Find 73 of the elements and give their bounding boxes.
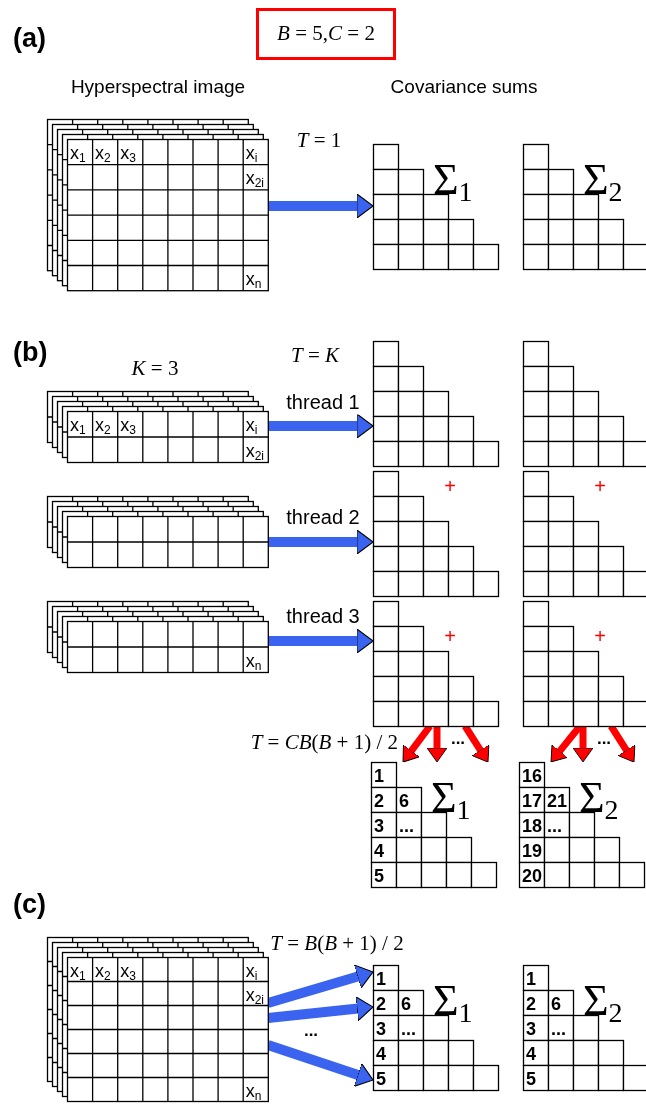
cell-number: 1 <box>376 970 386 988</box>
cell-number: 1 <box>526 970 536 988</box>
pixel-label: x$_{i}$ <box>245 962 258 980</box>
block-arrow <box>575 726 591 763</box>
cell-number: 4 <box>374 842 384 860</box>
column-heading: Covariance sums <box>390 75 538 99</box>
sum-symbol: Σ$_{1}$ <box>431 776 471 820</box>
pixel-label: x$_{1}$ <box>70 962 86 980</box>
cell-number: 6 <box>401 995 411 1013</box>
plus-sign: + <box>594 626 606 646</box>
pixel-label: x$_{i}$ <box>245 144 258 162</box>
cell-number: 4 <box>526 1045 536 1063</box>
ellipsis: ... <box>303 1020 319 1042</box>
pixel-label: x$_{n}$ <box>245 270 262 288</box>
cell-number: 4 <box>376 1045 386 1063</box>
cell-number: ... <box>401 1020 416 1038</box>
cell-number: ... <box>547 817 562 835</box>
cell-number: 21 <box>547 792 568 810</box>
cell-number: 17 <box>522 792 543 810</box>
cell-number: 2 <box>374 792 384 810</box>
sum-symbol: Σ$_{1}$ <box>433 158 473 202</box>
cell-number: 5 <box>376 1070 386 1088</box>
formula-label: T = K <box>291 342 339 369</box>
cell-number: 3 <box>526 1020 536 1038</box>
formula-label: T = B(B + 1) / 2 <box>270 930 404 957</box>
sum-symbol: Σ$_{2}$ <box>583 979 623 1023</box>
cell-number: 5 <box>526 1070 536 1088</box>
plus-sign: + <box>444 476 456 496</box>
block-arrow <box>429 726 445 763</box>
panel-label: (c) <box>13 888 46 921</box>
ellipsis: ... <box>596 728 612 750</box>
block-arrow <box>268 417 374 435</box>
cell-number: 2 <box>526 995 536 1013</box>
pixel-label: x$_{2}$ <box>95 144 111 162</box>
pixel-label: x$_{2}$ <box>95 416 111 434</box>
cell-number: ... <box>551 1020 566 1038</box>
pixel-label: x$_{n}$ <box>245 1082 262 1100</box>
cell-number: 16 <box>522 767 543 785</box>
pixel-label: x$_{2i}$ <box>245 169 265 188</box>
cell-number: 18 <box>522 817 543 835</box>
cell-number: 1 <box>374 767 384 785</box>
cell-number: 3 <box>374 817 384 835</box>
pixel-label: x$_{2i}$ <box>245 986 265 1004</box>
sum-symbol: Σ$_{2}$ <box>583 158 623 202</box>
panel-label: (b) <box>13 336 48 369</box>
cell-number: 3 <box>376 1020 386 1038</box>
pixel-label: x$_{i}$ <box>245 416 258 434</box>
column-heading: Hyperspectral image <box>70 75 246 99</box>
formula-label: T = CB(B + 1) / 2 <box>250 729 398 756</box>
pixel-label: x$_{2}$ <box>95 962 111 980</box>
panel-label: (a) <box>13 22 46 55</box>
pixel-label: x$_{1}$ <box>70 144 86 162</box>
cell-number: 20 <box>522 867 543 885</box>
pixel-label: x$_{n}$ <box>245 651 262 670</box>
plus-sign: + <box>444 626 456 646</box>
pixel-label: x$_{3}$ <box>120 144 136 162</box>
cell-number: 19 <box>522 842 543 860</box>
formula-label: K = 3 <box>131 355 179 382</box>
pixel-label: x$_{1}$ <box>70 416 86 434</box>
cell-number: ... <box>399 817 414 835</box>
cell-number: 5 <box>374 867 384 885</box>
pixel-label: x$_{3}$ <box>120 962 136 980</box>
formula-text: B = 5,C = 2 <box>277 20 375 48</box>
sum-symbol: Σ$_{1}$ <box>433 979 473 1023</box>
ellipsis: ... <box>450 728 466 750</box>
pixel-label: x$_{2i}$ <box>245 441 265 460</box>
pixel-label: x$_{3}$ <box>120 416 136 434</box>
cell-number: 6 <box>399 792 409 810</box>
cell-number: 2 <box>376 995 386 1013</box>
sum-symbol: Σ$_{2}$ <box>579 776 619 820</box>
formula-box <box>256 8 396 60</box>
cell-number: 6 <box>551 995 561 1013</box>
plus-sign: + <box>594 476 606 496</box>
